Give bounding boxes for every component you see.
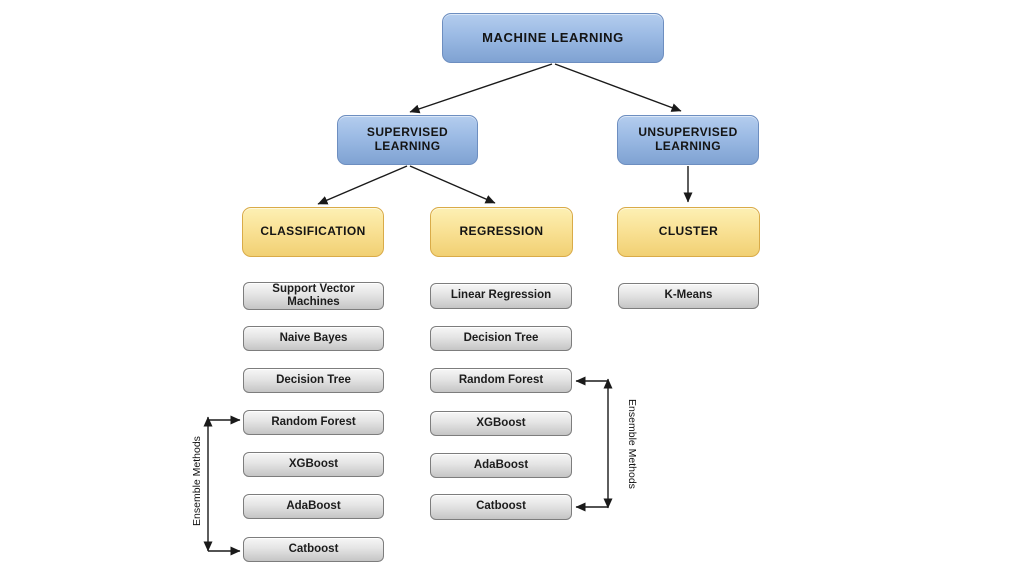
arrow-ml-to-supervised bbox=[409, 63, 553, 114]
node-regression: REGRESSION bbox=[430, 207, 573, 257]
node-linear-regression: Linear Regression bbox=[430, 283, 572, 309]
node-classification-adaboost: AdaBoost bbox=[243, 494, 384, 519]
node-machine-learning: MACHINE LEARNING bbox=[442, 13, 664, 63]
node-regression-random-forest: Random Forest bbox=[430, 368, 572, 393]
node-k-means: K-Means bbox=[618, 283, 759, 309]
node-classification: CLASSIFICATION bbox=[242, 207, 384, 257]
node-cluster: CLUSTER bbox=[617, 207, 760, 257]
node-classification-random-forest: Random Forest bbox=[243, 410, 384, 435]
node-naive-bayes: Naive Bayes bbox=[243, 326, 384, 351]
arrow-ml-to-unsupervised bbox=[554, 63, 682, 112]
arrow-supervised-to-regression bbox=[409, 165, 496, 204]
node-regression-adaboost: AdaBoost bbox=[430, 453, 572, 478]
node-regression-catboost: Catboost bbox=[430, 494, 572, 520]
ensemble-methods-label-left: Ensemble Methods bbox=[191, 436, 203, 526]
node-classification-catboost: Catboost bbox=[243, 537, 384, 562]
ensemble-methods-label-right: Ensemble Methods bbox=[626, 399, 638, 489]
node-support-vector-machines: Support Vector Machines bbox=[243, 282, 384, 310]
arrow-supervised-to-classification bbox=[317, 165, 408, 205]
node-regression-decision-tree: Decision Tree bbox=[430, 326, 572, 351]
node-supervised-learning: SUPERVISED LEARNING bbox=[337, 115, 478, 165]
node-unsupervised-learning: UNSUPERVISED LEARNING bbox=[617, 115, 759, 165]
node-classification-decision-tree: Decision Tree bbox=[243, 368, 384, 393]
node-regression-xgboost: XGBoost bbox=[430, 411, 572, 436]
node-classification-xgboost: XGBoost bbox=[243, 452, 384, 477]
